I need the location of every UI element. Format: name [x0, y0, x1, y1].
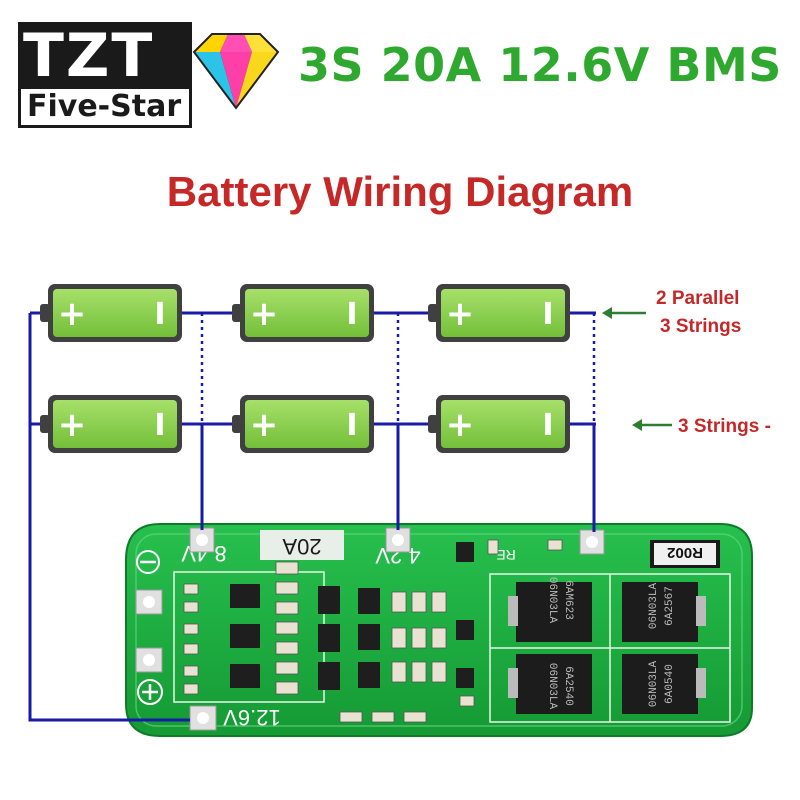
current-label: 20A [282, 534, 321, 559]
battery-minus-label: I [154, 408, 165, 443]
re-label: RE [496, 547, 515, 563]
mosfet-4-code: 6A0540 [664, 664, 676, 704]
bms-board: 20A 8.4V 4.2V 12.6V RE R002 [125, 523, 753, 737]
ic-chips [230, 542, 474, 690]
battery-cell: +I [232, 284, 374, 342]
mosfets: 06N03LA 6AM623 06N03LA 6A2567 06N03LA 6A… [508, 577, 706, 714]
battery-plus-label: + [446, 294, 475, 334]
battery-plus-label: + [250, 405, 279, 445]
battery-cell: +I [40, 284, 182, 342]
resistor-label: R002 [667, 544, 703, 561]
current-label-plate [260, 530, 344, 560]
smd-components [183, 539, 563, 723]
annotation-arrows [602, 307, 672, 431]
battery-cells: +I+I+I+I+I+I [40, 284, 570, 453]
battery-cell: +I [428, 395, 570, 453]
battery-plus-label: + [446, 405, 475, 445]
parallel-links [28, 313, 596, 424]
annotation-top-line2: 3 Strings [660, 316, 742, 337]
mosfet-4-label: 06N03LA [648, 661, 660, 708]
logo-top: TZT [21, 21, 189, 91]
annotation-top-line1: 2 Parallel [656, 288, 740, 309]
page-title: 3S 20A 12.6V BMS [298, 38, 782, 92]
mosfet-2-label: 06N03LA [648, 583, 660, 630]
diamond-icon [192, 33, 280, 110]
battery-minus-label: I [346, 408, 357, 443]
plus-symbol-icon [137, 679, 163, 705]
logo-sub-text: Five-Star [27, 89, 182, 124]
logo-main-text: TZT [23, 21, 155, 91]
brand-logo: TZT Five-Star [18, 21, 192, 128]
battery-minus-label: I [346, 297, 357, 332]
tap-12v6-label: 12.6V [223, 705, 281, 730]
battery-minus-label: I [542, 408, 553, 443]
battery-plus-label: + [58, 405, 87, 445]
battery-cell: +I [428, 284, 570, 342]
logo-sub-band: Five-Star [21, 89, 189, 125]
ground-symbol-icon [136, 550, 160, 574]
mosfet-3-code: 6A2540 [562, 666, 574, 706]
battery-plus-label: + [58, 294, 87, 334]
battery-plus-label: + [250, 294, 279, 334]
mosfet-3-label: 06N03LA [546, 663, 558, 710]
battery-cell: +I [40, 395, 182, 453]
mosfet-1-label: 06N03LA [546, 577, 558, 624]
wires [28, 311, 596, 722]
battery-cell: +I [232, 395, 374, 453]
mosfet-2-code: 6A2567 [664, 586, 676, 626]
page-subtitle: Battery Wiring Diagram [166, 168, 634, 215]
battery-minus-label: I [542, 297, 553, 332]
battery-minus-label: I [154, 297, 165, 332]
annotation-bottom: 3 Strings - [678, 416, 771, 437]
mosfet-1-code: 6AM623 [562, 580, 574, 620]
